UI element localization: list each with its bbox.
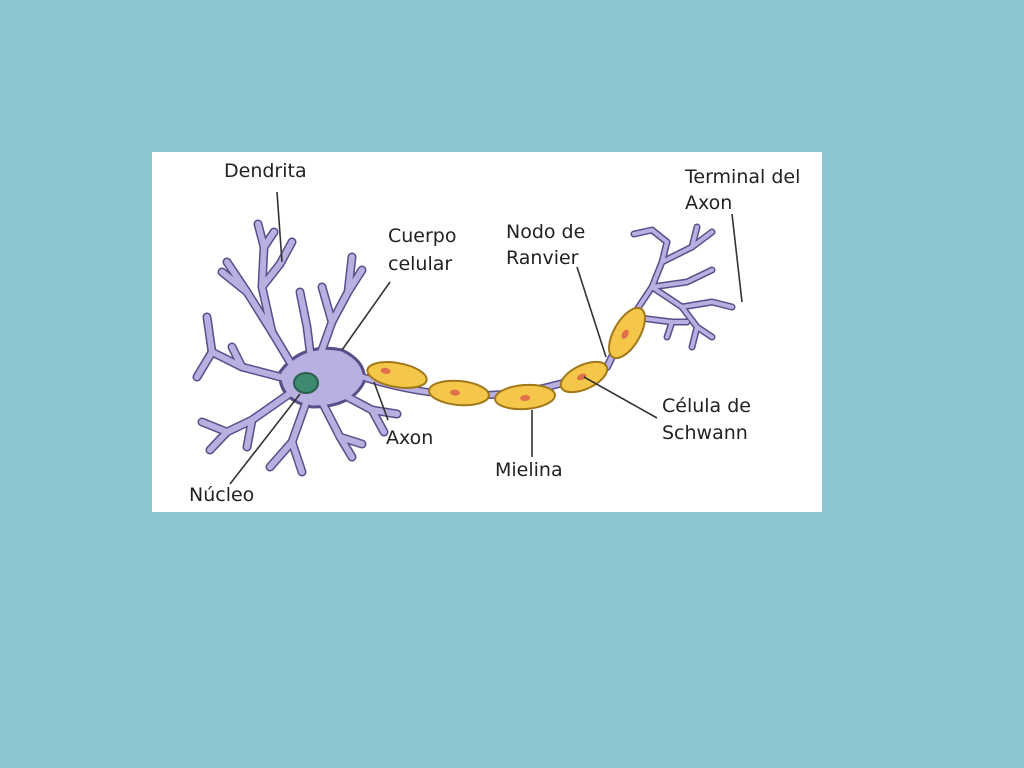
cell-body-leader bbox=[341, 281, 391, 351]
label-schwann-2: Schwann bbox=[662, 422, 748, 444]
label-nucleus: Núcleo bbox=[189, 484, 254, 506]
label-terminal-2: Axon bbox=[685, 192, 732, 214]
nucleus-leader bbox=[229, 393, 301, 485]
schwann-cell bbox=[608, 306, 646, 360]
terminal-leader bbox=[731, 213, 743, 303]
nucleus bbox=[293, 372, 319, 394]
neuron-cell bbox=[192, 219, 736, 477]
label-schwann-1: Célula de bbox=[662, 395, 751, 417]
label-cell-body-1: Cuerpo bbox=[388, 225, 457, 247]
label-axon: Axon bbox=[386, 427, 433, 449]
dendrite-leader bbox=[276, 191, 283, 263]
axon-terminal-outline bbox=[628, 223, 736, 351]
label-node-2: Ranvier bbox=[506, 247, 579, 269]
schwann-cell bbox=[494, 383, 556, 411]
schwann-cell bbox=[428, 379, 490, 407]
neuron-diagram: Dendrita Cuerpo celular Núcleo Axon Miel… bbox=[152, 152, 822, 512]
label-terminal-1: Terminal del bbox=[684, 166, 800, 188]
label-node-1: Nodo de bbox=[506, 221, 585, 243]
leader-lines bbox=[229, 191, 743, 485]
label-myelin: Mielina bbox=[495, 459, 563, 481]
node-leader bbox=[576, 266, 607, 358]
schwann-leader bbox=[583, 376, 658, 419]
label-cell-body-2: celular bbox=[388, 253, 452, 275]
schwann-cell bbox=[366, 361, 428, 389]
label-dendrite: Dendrita bbox=[224, 160, 307, 182]
axon-leader bbox=[373, 381, 389, 421]
neuron-svg: Dendrita Cuerpo celular Núcleo Axon Miel… bbox=[189, 160, 800, 506]
